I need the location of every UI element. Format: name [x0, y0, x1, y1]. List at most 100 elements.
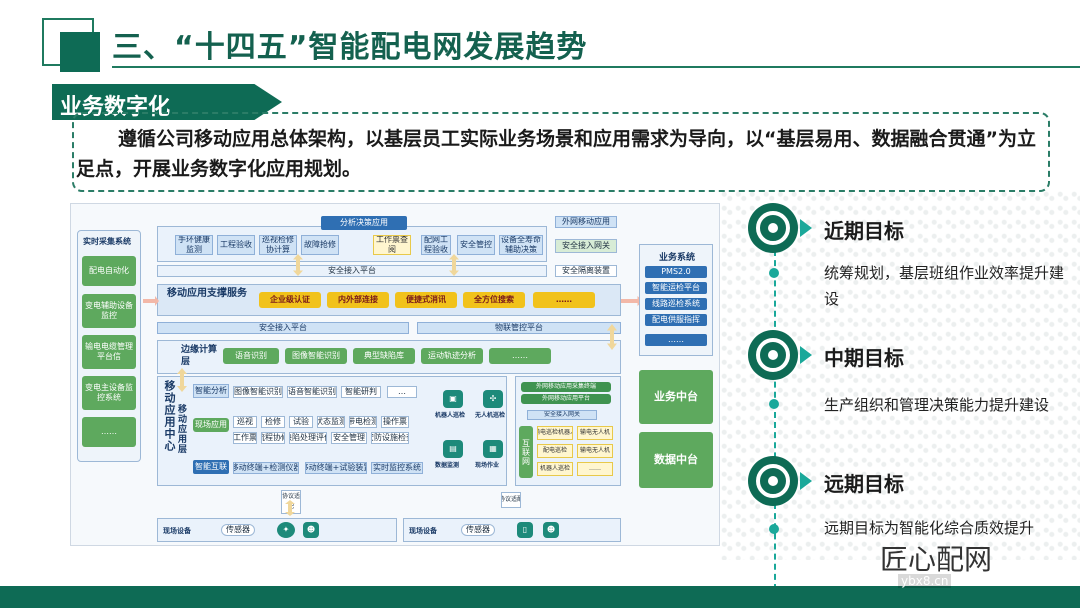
field-item: 带电检测	[349, 416, 377, 428]
watermark: 匠心配网	[880, 543, 993, 576]
field-item: 巡视	[233, 416, 257, 428]
goal-title: 远期目标	[824, 472, 904, 496]
iot-item: 输电无人机	[577, 426, 613, 440]
top-app: 故障抢修	[301, 235, 339, 255]
target-icon	[748, 456, 798, 506]
arrow-right	[621, 296, 643, 306]
left-item: ……	[82, 417, 136, 447]
bullet-dot	[769, 524, 779, 534]
left-item: 配电自动化	[82, 256, 136, 286]
arrow-updown	[449, 254, 459, 276]
field-device-label: 现场设备	[409, 527, 437, 535]
business-center: 业务中台	[639, 370, 713, 424]
edge-item: ……	[489, 348, 551, 364]
monitor-icon: ▤	[443, 440, 463, 458]
top-app: 工程验收	[217, 235, 255, 255]
top-app: 配网工程验收	[421, 235, 451, 255]
isolation-device: 安全隔离装置	[555, 265, 617, 277]
pointer-icon	[800, 472, 812, 490]
footer-bar	[0, 586, 1080, 608]
device-label: 无人机巡检	[475, 412, 506, 419]
goal-title: 中期目标	[824, 346, 904, 370]
smart-item: 智能研判	[341, 386, 381, 398]
left-panel-title: 实时采集系统	[83, 237, 131, 246]
ext-header: 外网移动应用	[555, 216, 617, 228]
edge-item: 语音识别	[223, 348, 279, 364]
iot-item: 机器人巡检	[537, 462, 573, 476]
top-app: 手环健康监测	[175, 235, 213, 255]
arrow-right	[143, 296, 159, 306]
interconnect-label: 智能互联	[193, 460, 229, 474]
field-device-right	[403, 518, 621, 542]
pointer-icon	[800, 346, 812, 364]
support-item: 全方位搜索	[463, 292, 525, 308]
top-app: 安全管控	[457, 235, 495, 255]
field-item: 状态监测	[317, 416, 345, 428]
bullet-dot	[769, 399, 779, 409]
intro-text: 遵循公司移动应用总体架构，以基层员工实际业务场景和应用需求为导向，以“基层易用、…	[76, 128, 1036, 180]
smart-item: …	[387, 386, 417, 398]
person-icon: ☻	[543, 522, 559, 538]
right-item: 智能运检平台	[645, 282, 707, 294]
right-item: 配电供服指挥	[645, 314, 707, 326]
arrow-updown	[177, 368, 187, 392]
support-item: 便捷式消讯	[395, 292, 457, 308]
bullet-dot	[769, 268, 779, 278]
iot-item: 输电巡检机器人	[537, 426, 573, 440]
sensor-item: 传感器	[221, 524, 255, 536]
right-item: ……	[645, 334, 707, 346]
device-label: 机器人巡检	[435, 412, 466, 419]
section-banner	[52, 84, 282, 120]
interconnect-item: 移动终端+试验装置	[305, 462, 367, 474]
iot-item: 输电无人机	[577, 444, 613, 458]
arrow-updown	[607, 324, 617, 350]
left-item: 变电主设备监控系统	[82, 376, 136, 410]
title-deco-filled-square	[60, 32, 100, 72]
field-device-label: 现场设备	[163, 527, 191, 535]
smart-label: 智能分析	[193, 384, 229, 398]
left-item: 输电电缆管理平台信	[82, 335, 136, 369]
support-item: ……	[533, 292, 595, 308]
inner-right-header: 外网移动应用采集终端	[521, 382, 611, 392]
field-item: 安全管理	[331, 432, 367, 444]
support-label: 移动应用支撑服务	[167, 288, 247, 299]
top-app: 巡视检修协计算	[259, 235, 297, 255]
edge-item: 典型缺陷库	[353, 348, 415, 364]
right-item: PMS2.0	[645, 266, 707, 278]
field-item: 操作票	[381, 416, 409, 428]
slide-title: 三、“十四五”智能配电网发展趋势	[112, 30, 588, 65]
edge-label: 边缘计算层	[181, 345, 218, 367]
field-item: 检修	[261, 416, 285, 428]
mobile-center-label: 移动应用中心	[163, 380, 176, 452]
protocol-adapter: 协议适配	[501, 492, 521, 508]
arrow-up	[285, 500, 295, 516]
inner-right-sub: 外网移动应用平台	[521, 394, 611, 404]
goal-desc: 生产组织和管理决策能力提升建设	[824, 396, 1050, 414]
right-panel-title: 业务系统	[659, 253, 696, 263]
device-label: 数据监测	[435, 462, 460, 469]
goal-title: 近期目标	[824, 219, 904, 243]
data-center: 数据中台	[639, 432, 713, 488]
tablet-icon: ▯	[517, 522, 533, 538]
inner-gateway: 安全接入网关	[527, 410, 597, 420]
field-item: 缺陷处理评价	[289, 432, 327, 444]
architecture-diagram: 实时采集系统 配电自动化 变电辅助设备监控 输电电缆管理平台信 变电主设备监控系…	[70, 203, 720, 546]
watermark-url: ybx8.cn	[898, 574, 952, 588]
ext-gateway: 安全接入网关	[555, 239, 617, 253]
goal-desc: 统筹规划，基层班组作业效率提升建设	[824, 264, 1065, 308]
top-access-bar: 安全接入平台	[157, 265, 547, 277]
interconnect-item: 移动终端+检测仪器	[233, 462, 299, 474]
interconnect-item: 实时监控系统	[371, 462, 423, 474]
pointer-icon	[800, 219, 812, 237]
intro-frame	[72, 112, 1050, 192]
field-item: 试验	[289, 416, 313, 428]
mid-access-left: 安全接入平台	[157, 322, 409, 334]
left-item: 变电辅助设备监控	[82, 294, 136, 328]
edge-item: 运动轨迹分析	[421, 348, 483, 364]
iot-item: 配电巡检	[537, 444, 573, 458]
iot-item: ……	[577, 462, 613, 476]
tablet-icon: ▦	[483, 440, 503, 458]
edge-item: 图像智能识别	[285, 348, 347, 364]
arrow-updown	[293, 254, 303, 276]
smart-item: 图像智能识别	[233, 386, 283, 398]
